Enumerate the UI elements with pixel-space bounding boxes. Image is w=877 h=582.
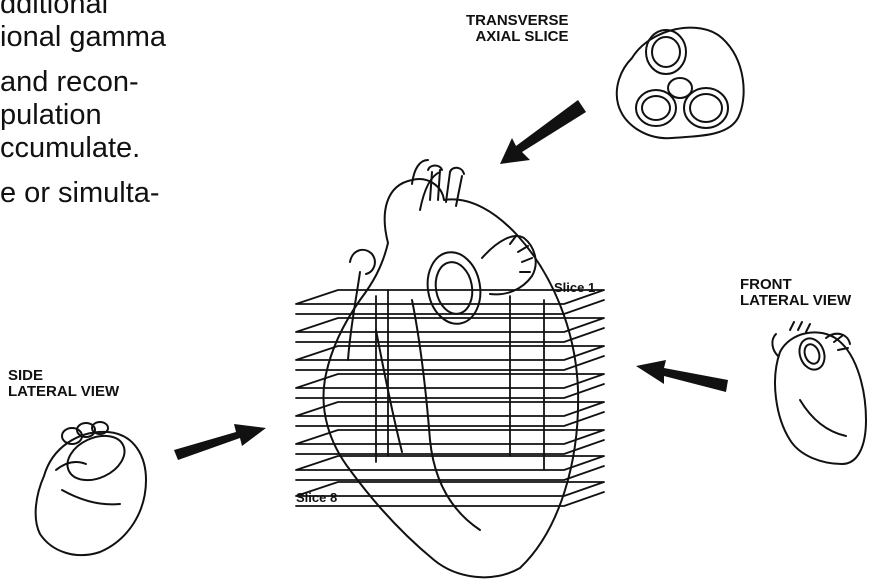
central-heart-outline — [323, 160, 578, 577]
arrow-icon — [636, 360, 728, 392]
arrow-icon — [174, 424, 266, 460]
arrow-icon — [500, 100, 586, 164]
front-view-heart-icon — [772, 322, 866, 464]
transverse-slice-heart-icon — [617, 28, 744, 139]
side-view-heart-icon — [36, 422, 146, 555]
